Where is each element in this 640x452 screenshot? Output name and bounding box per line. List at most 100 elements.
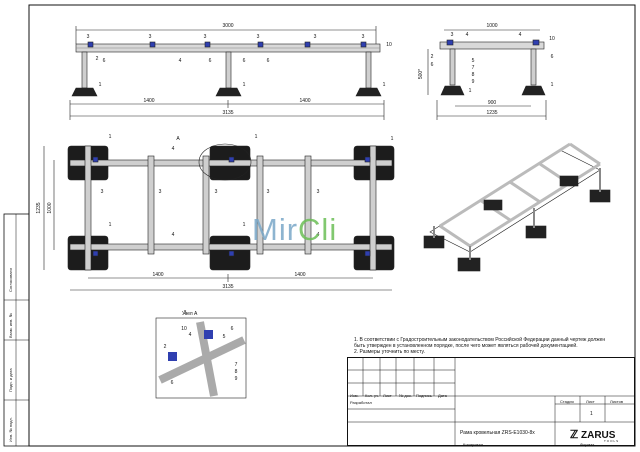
- watermark: MirCli: [252, 212, 337, 248]
- front-callout: 2: [96, 56, 99, 62]
- front-callout: 6: [267, 58, 270, 64]
- front-callout: 6: [209, 58, 212, 64]
- side-callout: 9: [472, 79, 475, 85]
- tb-header: Кол. уч.: [365, 393, 380, 398]
- plan-view: [43, 143, 395, 291]
- plan-callout: 1: [243, 222, 246, 228]
- detail-callout: 9: [235, 376, 238, 382]
- tb-title: Рама кровельная ZRS-E1030-8x: [460, 430, 535, 436]
- plan-callout: 4: [172, 232, 175, 238]
- plan-callout: 3: [159, 189, 162, 195]
- detail-callout: 2: [164, 344, 167, 350]
- detail-callout: 8: [235, 369, 238, 375]
- side-label: Инв. № подл.: [8, 417, 13, 442]
- tb-header: Дата: [438, 393, 447, 398]
- tb-sheet-num: 1: [590, 411, 593, 417]
- tb-copied: Копировал: [463, 442, 484, 447]
- front-callout: 6: [243, 58, 246, 64]
- detail-a: [155, 317, 247, 399]
- isometric-view: [423, 142, 611, 272]
- front-dim-base: 3135: [222, 110, 233, 116]
- tb-header: № док.: [399, 393, 412, 398]
- front-view: [69, 26, 385, 120]
- plan-callout: 1: [391, 136, 394, 142]
- front-callout: 3: [257, 34, 260, 40]
- side-callout: 3: [451, 32, 454, 38]
- zarus-brand: ZARUS: [580, 430, 616, 441]
- side-callout: 6: [431, 62, 434, 68]
- front-callout: 3: [149, 34, 152, 40]
- plan-callout: 3: [101, 189, 104, 195]
- side-dim-top: 1000: [486, 23, 497, 29]
- side-callout: 5: [472, 58, 475, 64]
- plan-callout: 1: [109, 222, 112, 228]
- zarus-brand-sub: TOOLS: [604, 439, 620, 443]
- front-callout: 4: [179, 58, 182, 64]
- front-dim-total: 3000: [222, 23, 233, 29]
- detail-callout: 6: [171, 380, 174, 386]
- front-callout: 3: [87, 34, 90, 40]
- front-dim-right: 1400: [299, 98, 310, 104]
- side-callout: 2: [431, 54, 434, 60]
- tb-format: Формат: [580, 442, 595, 447]
- zarus-logo: ℤ ZARUS: [570, 428, 615, 441]
- zarus-logo-mark: ℤ: [570, 429, 579, 441]
- detail-callout: 5: [223, 334, 226, 340]
- side-view: [427, 29, 547, 120]
- side-dim-total: 1235: [486, 110, 497, 116]
- side-callout: 8: [472, 72, 475, 78]
- plan-callout: 4: [172, 146, 175, 152]
- tb-stage: Стадия: [560, 399, 574, 404]
- side-dim-inner: 900: [488, 100, 497, 106]
- front-callout: 3: [204, 34, 207, 40]
- front-callout: 3: [362, 34, 365, 40]
- detail-callout: 10: [181, 326, 187, 332]
- plan-dim-total: 3135: [222, 284, 233, 290]
- detail-callout: 3: [184, 310, 187, 316]
- plan-callout: 3: [267, 189, 270, 195]
- front-callout: 1: [243, 82, 246, 88]
- watermark-part1: Mir: [252, 212, 299, 247]
- note-line: быть утвержден в установленном порядке, …: [354, 343, 578, 349]
- side-callout: 4: [519, 32, 522, 38]
- plan-detail-label: A: [176, 136, 180, 142]
- side-dim-height: 500*: [418, 69, 424, 79]
- side-callout: 4: [466, 32, 469, 38]
- plan-callout: 3: [317, 189, 320, 195]
- side-callout: 1: [551, 82, 554, 88]
- side-callout: 10: [549, 36, 555, 42]
- title-block: Изм. Кол. уч. Лист № док. Подпись Дата Р…: [347, 357, 635, 447]
- side-label: Взам. инв. №: [8, 313, 13, 338]
- tb-developer: Разработал: [350, 400, 372, 405]
- detail-callout: 4: [189, 332, 192, 338]
- detail-callout: 7: [235, 362, 238, 368]
- plan-callout: 3: [215, 189, 218, 195]
- detail-title: Узел А: [182, 311, 198, 317]
- plan-callout: 4: [317, 232, 320, 238]
- note-line: 1. В соответствии с Градостроительным за…: [354, 337, 606, 343]
- tb-header: Изм.: [350, 393, 359, 398]
- front-callout: 6: [103, 58, 106, 64]
- front-callout: 1: [99, 82, 102, 88]
- notes-block: 1. В соответствии с Градостроительным за…: [354, 337, 636, 355]
- plan-callout: 1: [109, 134, 112, 140]
- tb-header: Лист: [383, 393, 392, 398]
- front-callout: 3: [314, 34, 317, 40]
- plan-dim-depth-inner: 1000: [47, 202, 53, 213]
- detail-callout: 6: [231, 326, 234, 332]
- side-callout: 7: [472, 65, 475, 71]
- plan-dim-right: 1400: [294, 272, 305, 278]
- plan-callout: 1: [255, 134, 258, 140]
- front-callout: 1: [383, 82, 386, 88]
- side-label: Согласовано: [8, 267, 13, 292]
- plan-dim-depth-outer: 1235: [36, 202, 42, 213]
- plan-dim-left: 1400: [152, 272, 163, 278]
- tb-sheet: Лист: [586, 399, 595, 404]
- note-line: 2. Размеры уточнить по месту.: [354, 349, 425, 355]
- front-dim-left: 1400: [143, 98, 154, 104]
- front-callout: 10: [386, 42, 392, 48]
- watermark-part2: Cli: [298, 212, 338, 247]
- side-callout: 1: [469, 88, 472, 94]
